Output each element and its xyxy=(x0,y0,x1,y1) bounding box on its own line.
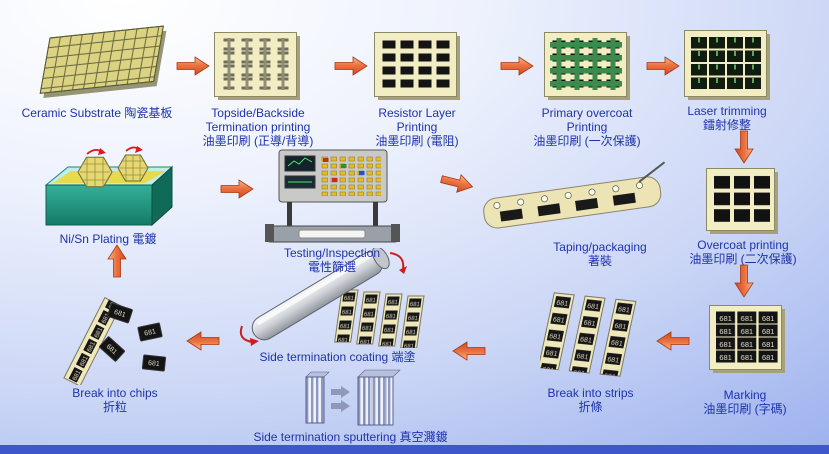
overcoat-printing-illustration xyxy=(706,168,778,239)
ni-sn-plating-illustration xyxy=(38,145,176,235)
marking-label: Marking 油墨印刷 (字碼) xyxy=(703,388,787,416)
arrow-resistor-to-primary-overcoat xyxy=(500,56,534,76)
break-into-strips-illustration: 681 xyxy=(537,292,644,385)
termination-printing-label: Topside/Backside Termination printing 油墨… xyxy=(202,106,314,148)
termination-printing-illustration xyxy=(214,32,300,105)
primary-overcoat-illustration xyxy=(544,32,630,105)
side-termination-coating-illustration: 681 xyxy=(238,246,438,353)
resistor-printing-illustration xyxy=(374,32,460,105)
arrow-laser-to-overcoat-printing xyxy=(734,130,754,164)
testing-inspection-label: Testing/Inspection 電性篩選 xyxy=(283,246,381,274)
break-into-strips-label: Break into strips 折條 xyxy=(547,386,634,414)
arrow-testing-to-taping xyxy=(438,169,476,197)
arrow-overcoat-printing-to-marking xyxy=(734,264,754,298)
ceramic-substrate-label: Ceramic Substrate 陶瓷基板 xyxy=(21,106,173,120)
resistor-printing-label: Resistor Layer Printing 油墨印刷 (電阻) xyxy=(375,106,459,148)
side-termination-coating-label: Side termination coating 端塗 xyxy=(259,350,416,364)
ceramic-substrate-illustration xyxy=(22,22,172,109)
arrow-break-strips-to-coating xyxy=(452,341,486,361)
taping-packaging-label: Taping/packaging 著裝 xyxy=(553,240,647,268)
arrow-marking-to-break-strips xyxy=(656,331,690,351)
side-termination-sputtering-label: Side termination sputtering 真空濺鍍 xyxy=(253,430,448,444)
arrow-coating-to-break-chips xyxy=(186,331,220,351)
primary-overcoat-label: Primary overcoat Printing 油墨印刷 (一次保護) xyxy=(533,106,641,148)
break-into-chips-label: Break into chips 折粒 xyxy=(72,386,158,414)
taping-packaging-illustration xyxy=(478,160,668,243)
testing-inspection-illustration xyxy=(265,148,400,249)
laser-trimming-illustration xyxy=(684,30,770,105)
svg-text:681: 681 xyxy=(148,360,160,368)
arrow-break-chips-to-plating xyxy=(107,244,127,278)
laser-trimming-label: Laser trimming 鐳射修整 xyxy=(687,104,767,132)
overcoat-printing-label: Overcoat printing 油墨印刷 (二次保護) xyxy=(689,238,797,266)
break-into-chips-illustration: 681 681 681 681 xyxy=(42,285,182,390)
svg-text:681: 681 xyxy=(144,328,157,337)
side-termination-sputtering-illustration xyxy=(298,366,402,435)
arrow-plating-to-testing xyxy=(220,179,254,199)
svg-text:681: 681 xyxy=(113,309,126,319)
marking-illustration: 681 xyxy=(709,305,785,378)
bottom-border-bar xyxy=(0,445,829,454)
arrow-ceramic-to-termination xyxy=(176,56,210,76)
arrow-primary-overcoat-to-laser xyxy=(646,56,680,76)
ni-sn-plating-label: Ni/Sn Plating 電鍍 xyxy=(59,232,157,246)
arrow-termination-to-resistor xyxy=(334,56,368,76)
